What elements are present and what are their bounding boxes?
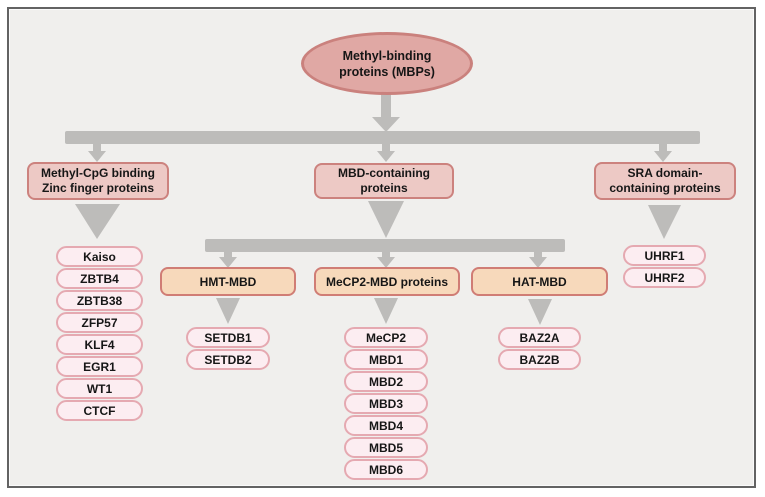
arrowhead-right-branch [654,151,672,162]
pill-mbd1: MBD1 [344,349,428,370]
pill-mecp2: MeCP2 [344,327,428,348]
pill-kaiso: Kaiso [56,246,143,267]
pill-klf4: KLF4 [56,334,143,355]
node-mbd-containing-proteins: MBD-containing proteins [314,163,454,199]
triangle-zinc-to-list [75,204,120,239]
node-hmt-mbd: HMT-MBD [160,267,296,296]
connector-mecp2-stem [382,251,390,259]
pill-zbtb38: ZBTB38 [56,290,143,311]
pill-ctcf: CTCF [56,400,143,421]
node-sra-domain-proteins: SRA domain- containing proteins [594,162,736,200]
node-mecp2-mbd-proteins: MeCP2-MBD proteins [314,267,460,296]
pill-baz2a: BAZ2A [498,327,581,348]
arrowhead-mid-branch [377,151,395,162]
connector-root-stem [381,94,391,119]
triangle-mbd-to-bar [368,201,404,238]
pill-mbd6: MBD6 [344,459,428,480]
node-hat-mbd: HAT-MBD [471,267,608,296]
pill-setdb1: SETDB1 [186,327,270,348]
arrowhead-hmt [219,257,237,268]
connector-right-stem [659,143,667,152]
pill-mbd2: MBD2 [344,371,428,392]
node-mbps-root: Methyl-binding proteins (MBPs) [301,32,473,95]
pill-uhrf1: UHRF1 [623,245,706,266]
triangle-mecp2-to-list [374,298,398,324]
triangle-hmt-to-list [216,298,240,324]
pill-wt1: WT1 [56,378,143,399]
pill-uhrf2: UHRF2 [623,267,706,288]
connector-hat-stem [534,251,542,259]
triangle-sra-to-list [648,205,681,239]
connector-left-stem [93,143,101,152]
pill-mbd5: MBD5 [344,437,428,458]
pill-zfp57: ZFP57 [56,312,143,333]
arrowhead-mecp2 [377,257,395,268]
triangle-hat-to-list [528,299,552,325]
pill-zbtb4: ZBTB4 [56,268,143,289]
pill-egr1: EGR1 [56,356,143,377]
connector-top-bar [65,131,700,144]
node-methyl-cpg-zinc-finger: Methyl-CpG binding Zinc finger proteins [27,162,169,200]
pill-mbd3: MBD3 [344,393,428,414]
arrowhead-root [372,117,400,132]
connector-sub-bar [205,239,565,252]
pill-setdb2: SETDB2 [186,349,270,370]
arrowhead-left-branch [88,151,106,162]
arrowhead-hat [529,257,547,268]
pill-mbd4: MBD4 [344,415,428,436]
connector-mid-stem [382,143,390,152]
pill-baz2b: BAZ2B [498,349,581,370]
connector-hmt-stem [224,251,232,259]
